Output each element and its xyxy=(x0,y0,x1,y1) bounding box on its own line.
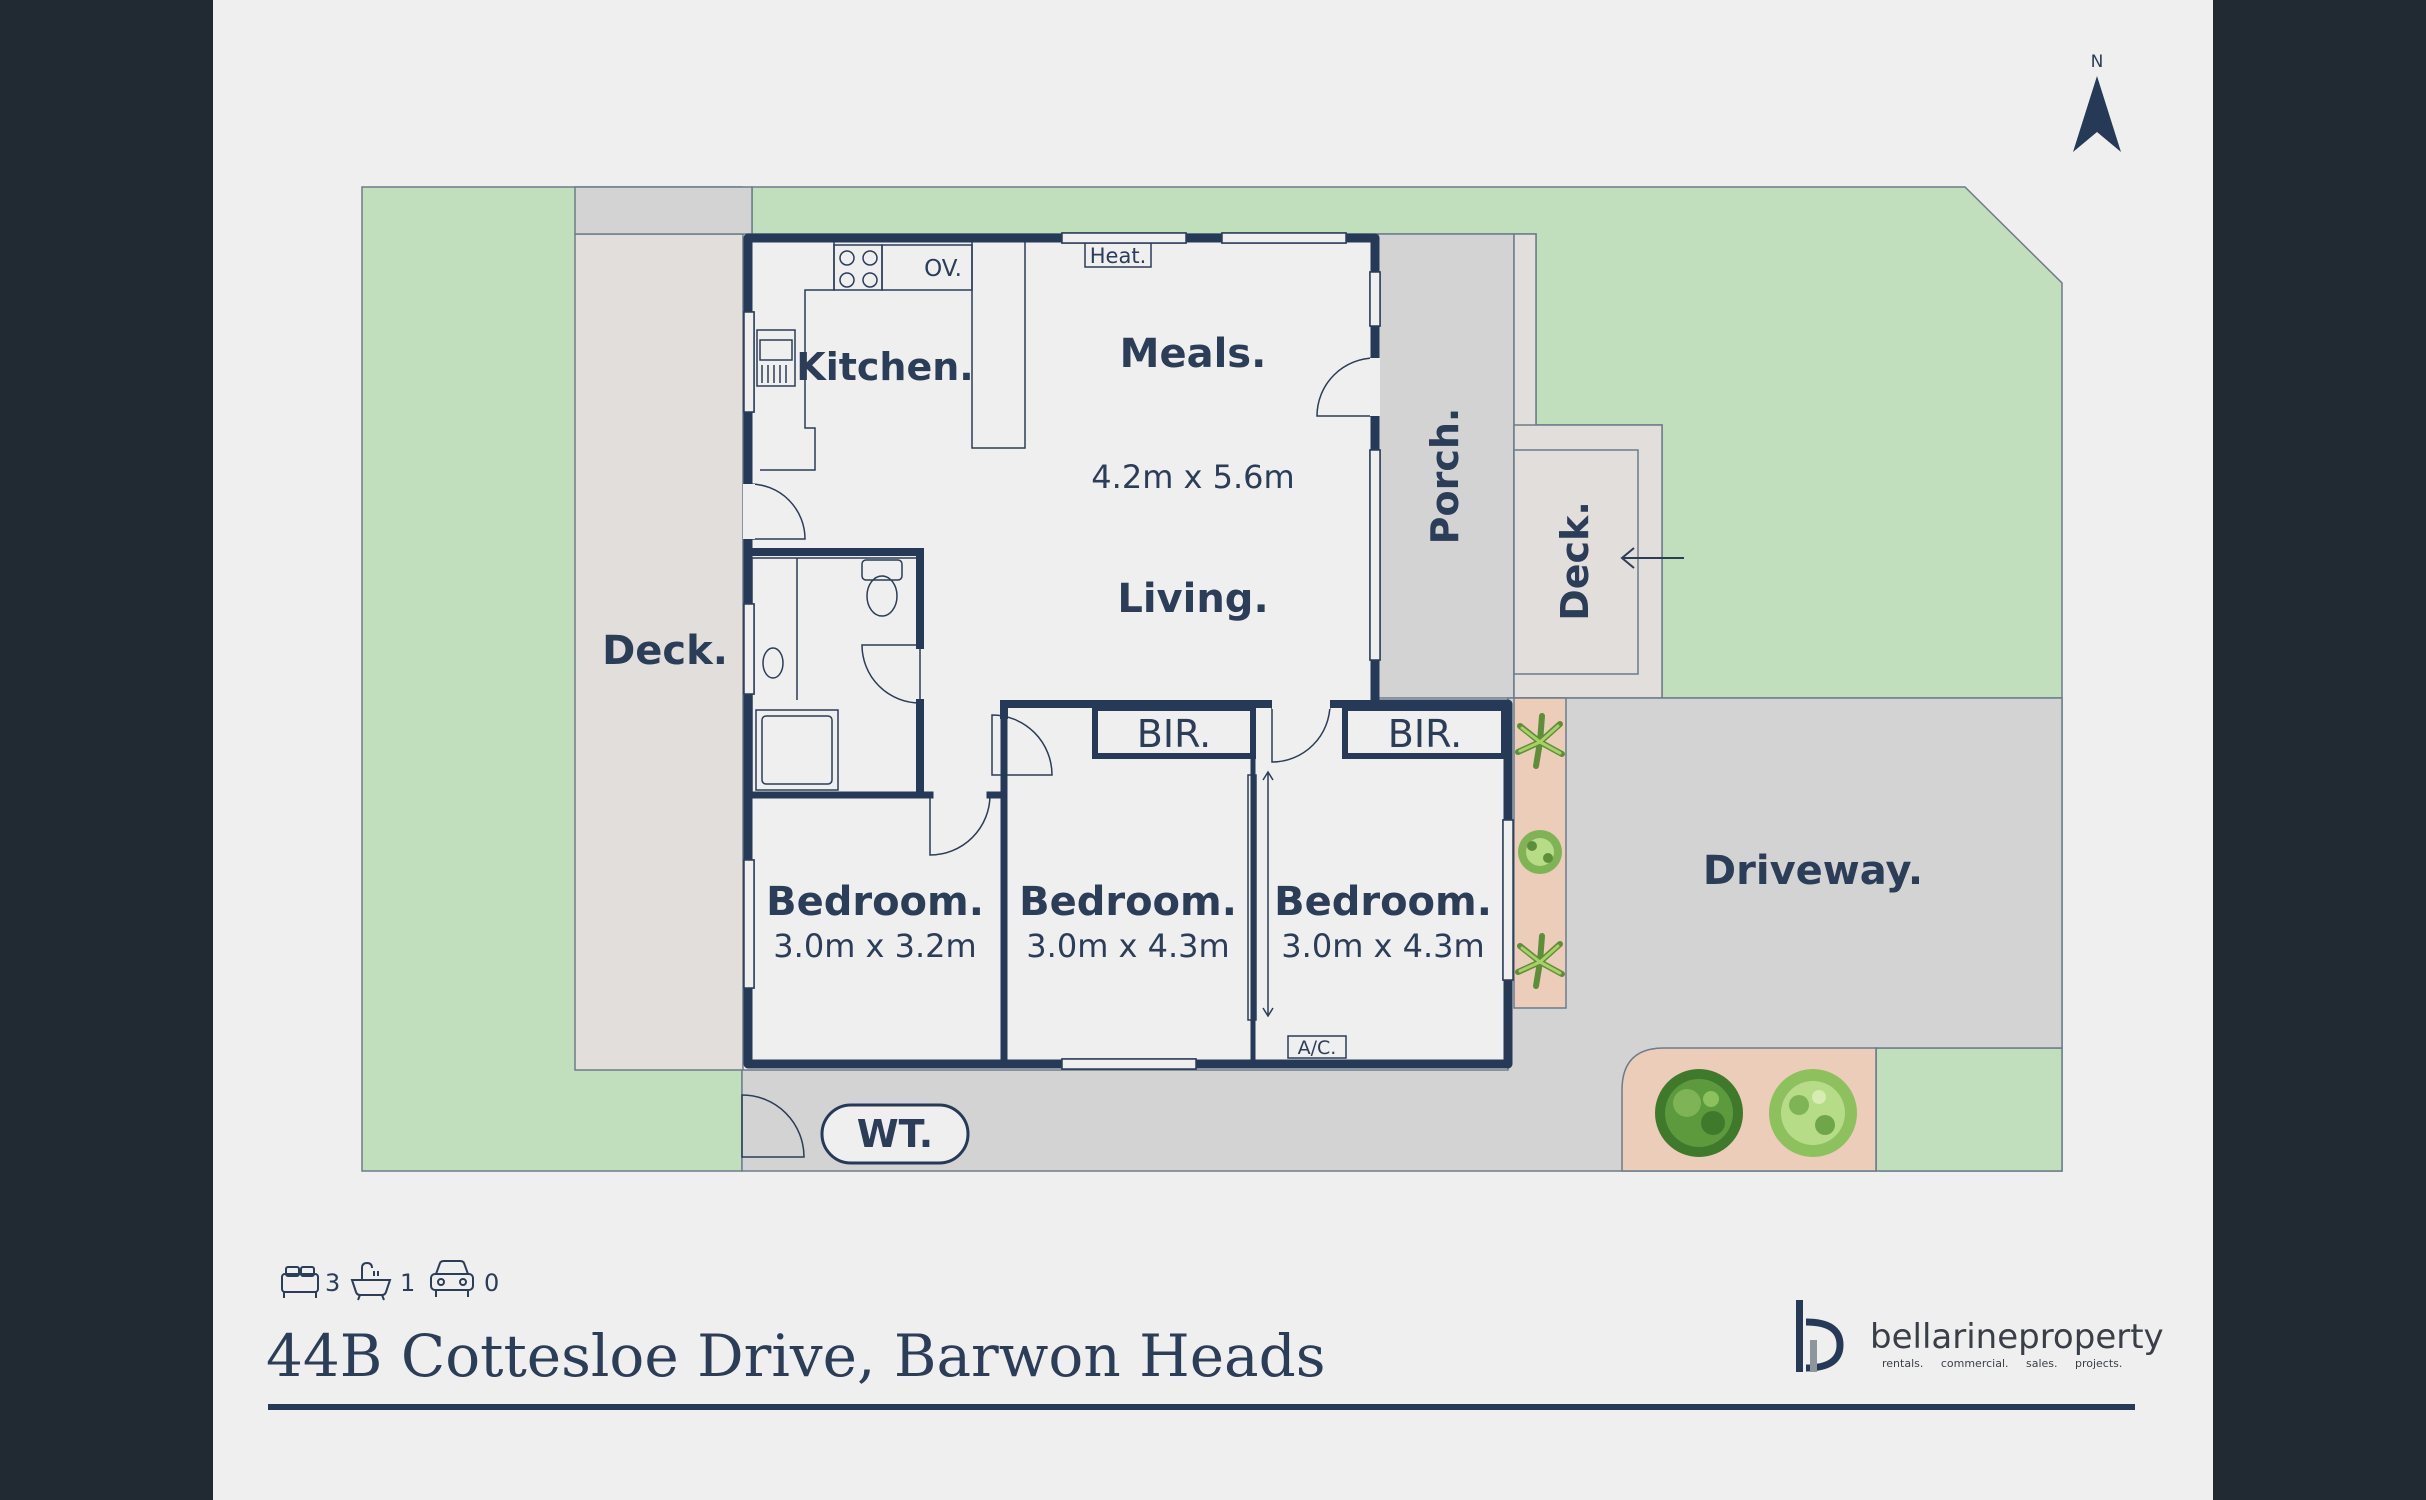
deck-west-label: Deck. xyxy=(602,628,728,674)
door-gaps xyxy=(743,358,1380,709)
oven-label: OV. xyxy=(924,256,962,282)
kitchen-label: Kitchen. xyxy=(796,345,973,389)
compass-north-label: N xyxy=(2091,52,2104,72)
brand-tagline: rentals. commercial. sales. projects. xyxy=(1882,1357,2122,1370)
shower-icon xyxy=(755,709,839,791)
meals-label: Meals. xyxy=(1120,331,1267,377)
toilet-icon xyxy=(861,559,903,581)
window-breaks xyxy=(743,232,1514,1070)
bir-1-label: BIR. xyxy=(1137,712,1211,756)
bedroom-1-dimensions: 3.0m x 3.2m xyxy=(773,927,976,965)
bedroom-1-label: Bedroom. xyxy=(766,879,984,925)
aircon-label: A/C. xyxy=(1298,1037,1337,1059)
bedroom-3-dimensions: 3.0m x 4.3m xyxy=(1281,927,1484,965)
interior-walls xyxy=(744,548,1507,1068)
air-conditioner xyxy=(1287,1035,1347,1059)
porch-label: Porch. xyxy=(1423,408,1467,545)
brand-name: bellarineproperty xyxy=(1870,1317,2164,1357)
sliding-door-arrow-icon xyxy=(1262,770,1274,1018)
sink-icon xyxy=(756,329,796,387)
bellarine-property-logo-icon xyxy=(1796,1300,1844,1372)
deck-east-inner xyxy=(1513,449,1639,675)
compass-arrow-icon xyxy=(2073,76,2121,152)
basin-icon xyxy=(762,647,784,679)
heater-label: Heat. xyxy=(1090,244,1147,268)
house-floor xyxy=(748,238,1508,1064)
plant-icon xyxy=(1515,933,1565,989)
shrub-icon xyxy=(1518,830,1562,874)
bed-icon xyxy=(281,1266,319,1298)
bath-icon xyxy=(350,1261,392,1301)
car-icon xyxy=(430,1260,474,1297)
plant-icon xyxy=(1515,713,1565,769)
deck-west-strip xyxy=(574,186,753,235)
meals-living-dimensions: 4.2m x 5.6m xyxy=(1091,458,1294,496)
exterior-walls xyxy=(743,233,1513,1069)
tree-icon xyxy=(1655,1069,1743,1157)
bedroom-count: 3 xyxy=(325,1269,340,1297)
bedroom-2-dimensions: 3.0m x 4.3m xyxy=(1026,927,1229,965)
arrow-left-icon xyxy=(1620,547,1684,569)
water-tank xyxy=(820,1103,970,1165)
bathroom-count: 1 xyxy=(400,1269,415,1297)
door-swings xyxy=(741,357,1376,1158)
address-underline xyxy=(268,1404,2135,1410)
property-address: 44B Cottesloe Drive, Barwon Heads xyxy=(266,1322,1326,1390)
deck-west-area xyxy=(574,233,744,1071)
tree-icon xyxy=(1769,1069,1857,1157)
lawn-south-east xyxy=(1875,1047,2063,1172)
living-label: Living. xyxy=(1117,576,1268,622)
driveway-label: Driveway. xyxy=(1703,848,1923,894)
bedroom-2-label: Bedroom. xyxy=(1019,879,1237,925)
water-tank-label: WT. xyxy=(857,1112,934,1156)
bedroom-3-label: Bedroom. xyxy=(1274,879,1492,925)
deck-east-label: Deck. xyxy=(1553,501,1597,621)
bir-2-label: BIR. xyxy=(1388,712,1462,756)
car-space-count: 0 xyxy=(484,1269,499,1297)
porch-area xyxy=(1377,233,1515,699)
